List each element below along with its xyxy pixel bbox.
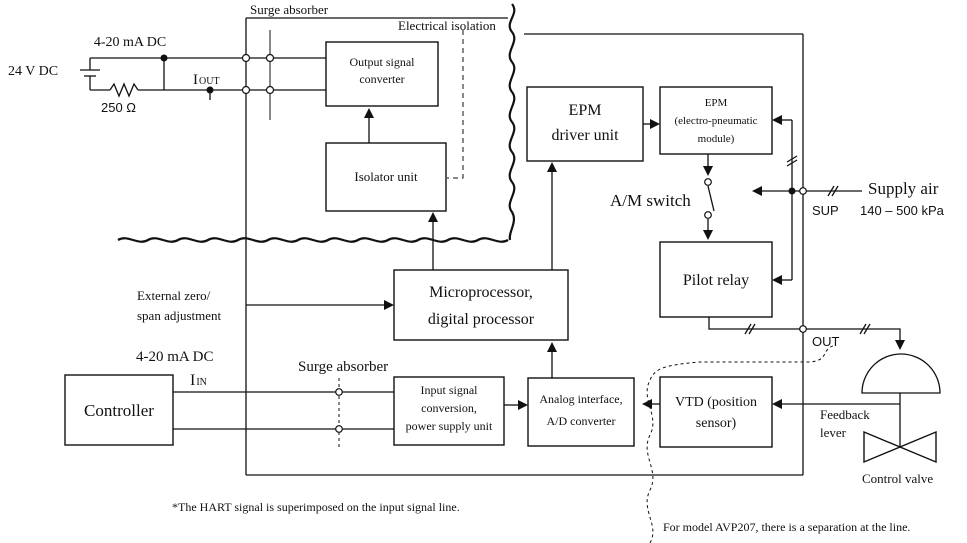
input-conversion-line2: conversion, <box>421 401 477 415</box>
controller-block <box>64 374 174 446</box>
vtd-block <box>659 376 773 448</box>
microprocessor-line1: Microprocessor, <box>429 284 533 301</box>
output-converter-line1: Output signal <box>350 55 416 69</box>
vtd-line2: sensor) <box>696 416 737 431</box>
surge-absorber-upper-label: Surge absorber <box>250 2 329 17</box>
epm-module-line3: module) <box>698 133 735 145</box>
supply-pressure-label: 140 – 500 kPa <box>860 203 945 218</box>
pilot-relay-label: Pilot relay <box>683 272 749 289</box>
loop-current-label: 4-20 mA DC <box>94 35 166 50</box>
isolation-dashed-boundary <box>447 30 464 179</box>
isolator-unit-block <box>325 142 447 212</box>
epm-module-line2: (electro-pneumatic <box>674 115 757 127</box>
microprocessor-block <box>393 269 569 341</box>
feedback-lever-line1: Feedback <box>820 407 870 422</box>
separation-note: For model AVP207, there is a separation … <box>663 520 910 534</box>
isolator-unit-label: Isolator unit <box>354 169 418 184</box>
epm-module-line1: EPM <box>705 97 728 109</box>
output-converter-line2: converter <box>359 72 404 86</box>
input-signal-conversion-block <box>393 376 505 446</box>
resistor-label: 250 Ω <box>101 100 136 115</box>
output-signal-converter-block <box>325 41 439 107</box>
sup-label: SUP <box>812 203 839 218</box>
external-zero-line2: span adjustment <box>137 308 222 323</box>
analog-interface-line1: Analog interface, <box>539 392 622 406</box>
upper-wavy-line <box>117 237 509 243</box>
supply-air-label: Supply air <box>868 179 939 198</box>
hart-note: *The HART signal is superimposed on the … <box>172 500 460 514</box>
electrical-isolation-label: Electrical isolation <box>398 18 496 33</box>
input-conversion-line3: power supply unit <box>406 419 493 433</box>
output-air-piping <box>708 317 905 350</box>
control-valve-label: Control valve <box>862 471 933 486</box>
epm-driver-block <box>526 86 644 162</box>
pilot-relay-block <box>659 241 773 318</box>
input-current-label: IIN <box>190 372 207 389</box>
output-current-loop <box>80 53 326 100</box>
out-label: OUT <box>812 334 840 349</box>
input-loop-label: 4-20 mA DC <box>136 349 214 365</box>
epm-driver-line1: EPM <box>569 102 602 119</box>
input-conversion-line1: Input signal <box>421 383 479 397</box>
analog-interface-block <box>527 377 635 447</box>
supply-air-piping <box>752 115 862 285</box>
microprocessor-line2: digital processor <box>428 311 535 328</box>
analog-interface-line2: A/D converter <box>547 414 616 428</box>
control-valve-symbol <box>861 353 941 464</box>
surge-absorber-lower-label: Surge absorber <box>298 359 388 375</box>
external-zero-line1: External zero/ <box>137 288 211 303</box>
supply-voltage-label: 24 V DC <box>8 64 58 79</box>
isolation-wavy-line <box>508 3 516 241</box>
output-current-label: IOUT <box>193 72 220 88</box>
am-switch-label: A/M switch <box>610 191 691 210</box>
controller-label: Controller <box>84 401 154 420</box>
main-enclosure <box>245 17 804 476</box>
vtd-line1: VTD (position <box>675 395 757 410</box>
epm-module-block <box>659 86 773 155</box>
feedback-lever-line2: lever <box>820 425 847 440</box>
epm-driver-line2: driver unit <box>551 127 619 144</box>
